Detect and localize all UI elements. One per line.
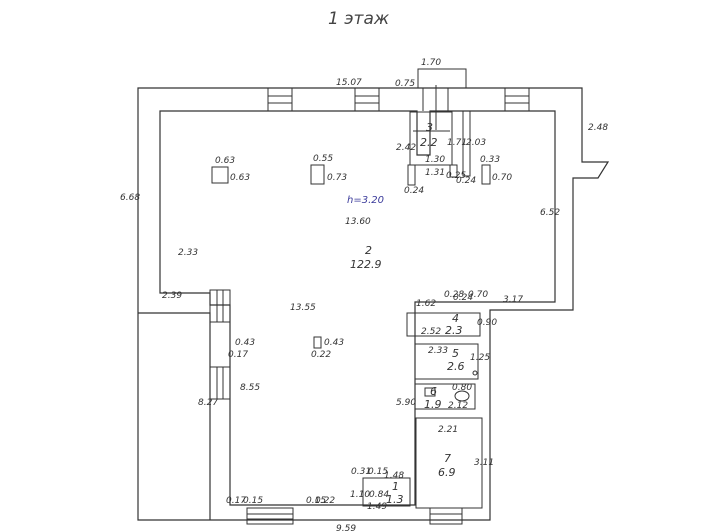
sink-icon bbox=[424, 387, 436, 397]
windows-bottom bbox=[246, 507, 463, 525]
svg-text:3.11: 3.11 bbox=[474, 458, 494, 468]
svg-text:1.9: 1.9 bbox=[424, 398, 442, 411]
svg-text:13.55: 13.55 bbox=[290, 303, 316, 313]
svg-text:2.2: 2.2 bbox=[420, 136, 438, 149]
svg-text:2.42: 2.42 bbox=[396, 143, 416, 153]
svg-text:3.17: 3.17 bbox=[503, 295, 523, 305]
svg-text:2.52: 2.52 bbox=[421, 327, 441, 337]
svg-text:2.33: 2.33 bbox=[178, 248, 198, 258]
svg-text:5: 5 bbox=[452, 347, 459, 360]
svg-text:1.3: 1.3 bbox=[386, 493, 404, 506]
svg-text:0.70: 0.70 bbox=[468, 290, 488, 300]
svg-text:1.31: 1.31 bbox=[425, 168, 445, 178]
svg-text:3: 3 bbox=[426, 121, 433, 134]
svg-text:1.48: 1.48 bbox=[384, 471, 404, 481]
svg-text:2.3: 2.3 bbox=[445, 324, 463, 337]
room-1 bbox=[362, 477, 411, 507]
svg-text:0.22: 0.22 bbox=[315, 496, 335, 506]
room-6 bbox=[414, 383, 476, 410]
windows-top bbox=[267, 85, 530, 130]
svg-text:0.28: 0.28 bbox=[444, 290, 464, 300]
drain-icon bbox=[472, 370, 478, 376]
porch bbox=[417, 68, 467, 89]
svg-text:0.33: 0.33 bbox=[480, 155, 500, 165]
svg-text:2.12: 2.12 bbox=[448, 401, 468, 411]
svg-text:15.07: 15.07 bbox=[336, 78, 362, 88]
svg-text:2.33: 2.33 bbox=[428, 346, 448, 356]
svg-text:1: 1 bbox=[392, 480, 399, 493]
room-4 bbox=[406, 312, 481, 337]
toilet-icon bbox=[454, 390, 470, 402]
svg-text:6.9: 6.9 bbox=[438, 466, 456, 479]
svg-text:2.6: 2.6 bbox=[447, 360, 465, 373]
room-5 bbox=[414, 343, 479, 380]
column-4 bbox=[313, 336, 322, 349]
svg-text:1.70: 1.70 bbox=[421, 58, 441, 68]
svg-text:0.24: 0.24 bbox=[456, 176, 476, 186]
svg-text:0.43: 0.43 bbox=[324, 338, 344, 348]
svg-text:2.21: 2.21 bbox=[438, 425, 458, 435]
svg-text:13.60: 13.60 bbox=[345, 217, 371, 227]
svg-text:0.17: 0.17 bbox=[228, 350, 248, 360]
svg-text:0.31: 0.31 bbox=[351, 467, 371, 477]
svg-text:0.17: 0.17 bbox=[226, 496, 246, 506]
svg-text:0.63: 0.63 bbox=[215, 156, 235, 166]
svg-text:6.52: 6.52 bbox=[540, 208, 560, 218]
svg-text:6: 6 bbox=[430, 385, 437, 398]
svg-text:2.03: 2.03 bbox=[466, 138, 486, 148]
svg-text:0.43: 0.43 bbox=[235, 338, 255, 348]
svg-text:0.75: 0.75 bbox=[395, 79, 415, 89]
room-labels: 2 122.9 3 2.2 4 2.3 5 2.6 6 1.9 7 6.9 1 … bbox=[350, 121, 465, 506]
svg-text:0.84: 0.84 bbox=[369, 490, 389, 500]
ceiling-height: h=3.20 bbox=[347, 195, 384, 206]
svg-text:1.30: 1.30 bbox=[425, 155, 445, 165]
svg-text:2.48: 2.48 bbox=[588, 123, 608, 133]
svg-text:0.22: 0.22 bbox=[311, 350, 331, 360]
inner-wall bbox=[159, 110, 556, 506]
dimension-labels: 15.07 1.70 0.75 2.48 6.68 0.63 0.63 0.55… bbox=[120, 58, 608, 531]
svg-text:1.49: 1.49 bbox=[367, 502, 387, 512]
svg-text:7: 7 bbox=[444, 452, 451, 465]
left-wall-setback bbox=[138, 312, 211, 520]
svg-text:1.71: 1.71 bbox=[447, 138, 467, 148]
floor-title: 1 этаж bbox=[328, 9, 390, 29]
svg-text:0.24: 0.24 bbox=[453, 293, 473, 303]
svg-text:0.15: 0.15 bbox=[368, 467, 388, 477]
room-3 bbox=[409, 111, 453, 166]
svg-text:0.70: 0.70 bbox=[492, 173, 512, 183]
svg-text:0.25: 0.25 bbox=[446, 171, 466, 181]
svg-text:0.15: 0.15 bbox=[306, 496, 326, 506]
svg-text:1.62: 1.62 bbox=[416, 299, 436, 309]
svg-text:0.90: 0.90 bbox=[477, 318, 497, 328]
svg-text:2.39: 2.39 bbox=[162, 291, 182, 301]
windows-left bbox=[209, 289, 231, 400]
svg-text:0.63: 0.63 bbox=[230, 173, 250, 183]
svg-text:5.90: 5.90 bbox=[396, 398, 416, 408]
svg-text:0.80: 0.80 bbox=[452, 383, 472, 393]
svg-text:6.68: 6.68 bbox=[120, 193, 140, 203]
column-3 bbox=[481, 164, 491, 185]
svg-text:4: 4 bbox=[452, 312, 459, 325]
room-7 bbox=[415, 417, 483, 509]
svg-text:8.27: 8.27 bbox=[198, 398, 218, 408]
svg-text:2: 2 bbox=[365, 244, 372, 257]
svg-text:8.55: 8.55 bbox=[240, 383, 260, 393]
svg-text:1.10: 1.10 bbox=[350, 490, 370, 500]
svg-text:0.24: 0.24 bbox=[404, 186, 424, 196]
svg-text:0.15: 0.15 bbox=[243, 496, 263, 506]
svg-text:0.55: 0.55 bbox=[313, 154, 333, 164]
svg-text:9.59: 9.59 bbox=[336, 524, 356, 531]
column-2 bbox=[310, 164, 325, 185]
svg-text:0.73: 0.73 bbox=[327, 173, 347, 183]
svg-text:1.25: 1.25 bbox=[470, 353, 490, 363]
svg-text:122.9: 122.9 bbox=[350, 258, 382, 271]
outer-wall bbox=[137, 87, 610, 521]
column-1 bbox=[211, 166, 229, 184]
